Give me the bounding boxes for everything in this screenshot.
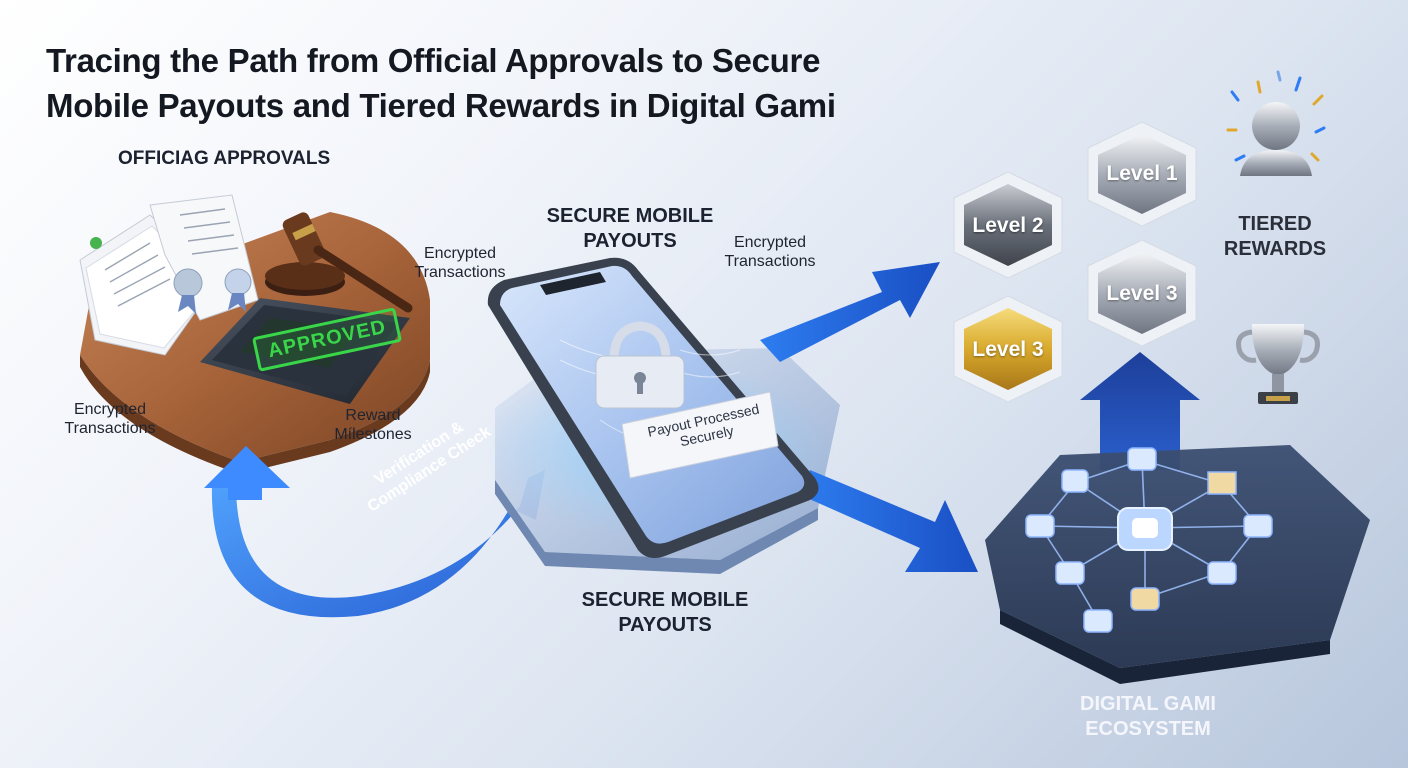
level-badge-label: Level 3 [972,338,1044,361]
page-title: Tracing the Path from Official Approvals… [46,38,946,128]
label-encrypted-left: Encrypted Transactions [40,400,180,438]
label-encrypted-center: Encrypted Transactions [392,244,528,282]
level-badge-label: Level 1 [1106,162,1178,185]
encrypted-right-line-2: Transactions [724,253,816,270]
trophy-icon [1236,324,1320,404]
secure-bottom-line-1: SECURE MOBILE [581,589,749,611]
user-avatar-icon [1226,70,1326,176]
ecosystem-platform [985,445,1370,684]
secure-top-line-2: PAYOUTS [583,230,677,252]
encrypted-center-line-2: Transactions [414,264,506,281]
lock-icon [595,321,685,409]
secure-bottom-line-2: PAYOUTS [618,614,712,636]
encrypted-center-line-1: Encrypted [423,245,497,262]
tablet-icon [200,298,410,404]
label-encrypted-right: Encrypted Transactions [702,233,838,271]
encrypted-left-line-1: Encrypted [73,401,147,418]
level-badge-label: Level 2 [972,214,1044,237]
tiered-line-2: REWARDS [1223,238,1327,260]
label-ecosystem: DIGITAL GAMI ECOSYSTEM [1058,692,1238,742]
label-reward-milestones: Reward Mílestones [318,406,428,444]
encrypted-left-line-2: Transactions [64,420,156,437]
flow-arrows [760,262,1200,572]
level-badge-label: Level 3 [1106,282,1178,305]
gavel-icon [265,212,413,313]
label-official-approvals: OFFICIAG APPROVALS [118,148,331,169]
document-stack-icon [79,194,259,356]
ecosystem-line-2: ECOSYSTEM [1085,718,1211,740]
level-badges [953,121,1197,403]
payout-popup [621,391,779,479]
label-tiered-rewards: TIERED REWARDS [1200,212,1350,262]
label-secure-mobile-payouts-bottom: SECURE MOBILE PAYOUTS [565,588,765,638]
title-line-1: Tracing the Path from Official Approvals… [46,42,821,79]
reward-line-1: Reward [345,407,401,424]
title-line-2: Mobile Payouts and Tiered Rewards in Dig… [46,87,836,124]
ecosystem-line-1: DIGITAL GAMI [1080,693,1216,715]
secure-top-line-1: SECURE MOBILE [546,205,714,227]
tiered-line-1: TIERED [1238,213,1312,235]
label-secure-mobile-payouts-top: SECURE MOBILE PAYOUTS [540,204,720,254]
verification-arrow [204,446,545,618]
reward-line-2: Mílestones [334,426,412,443]
encrypted-right-line-1: Encrypted [733,234,807,251]
